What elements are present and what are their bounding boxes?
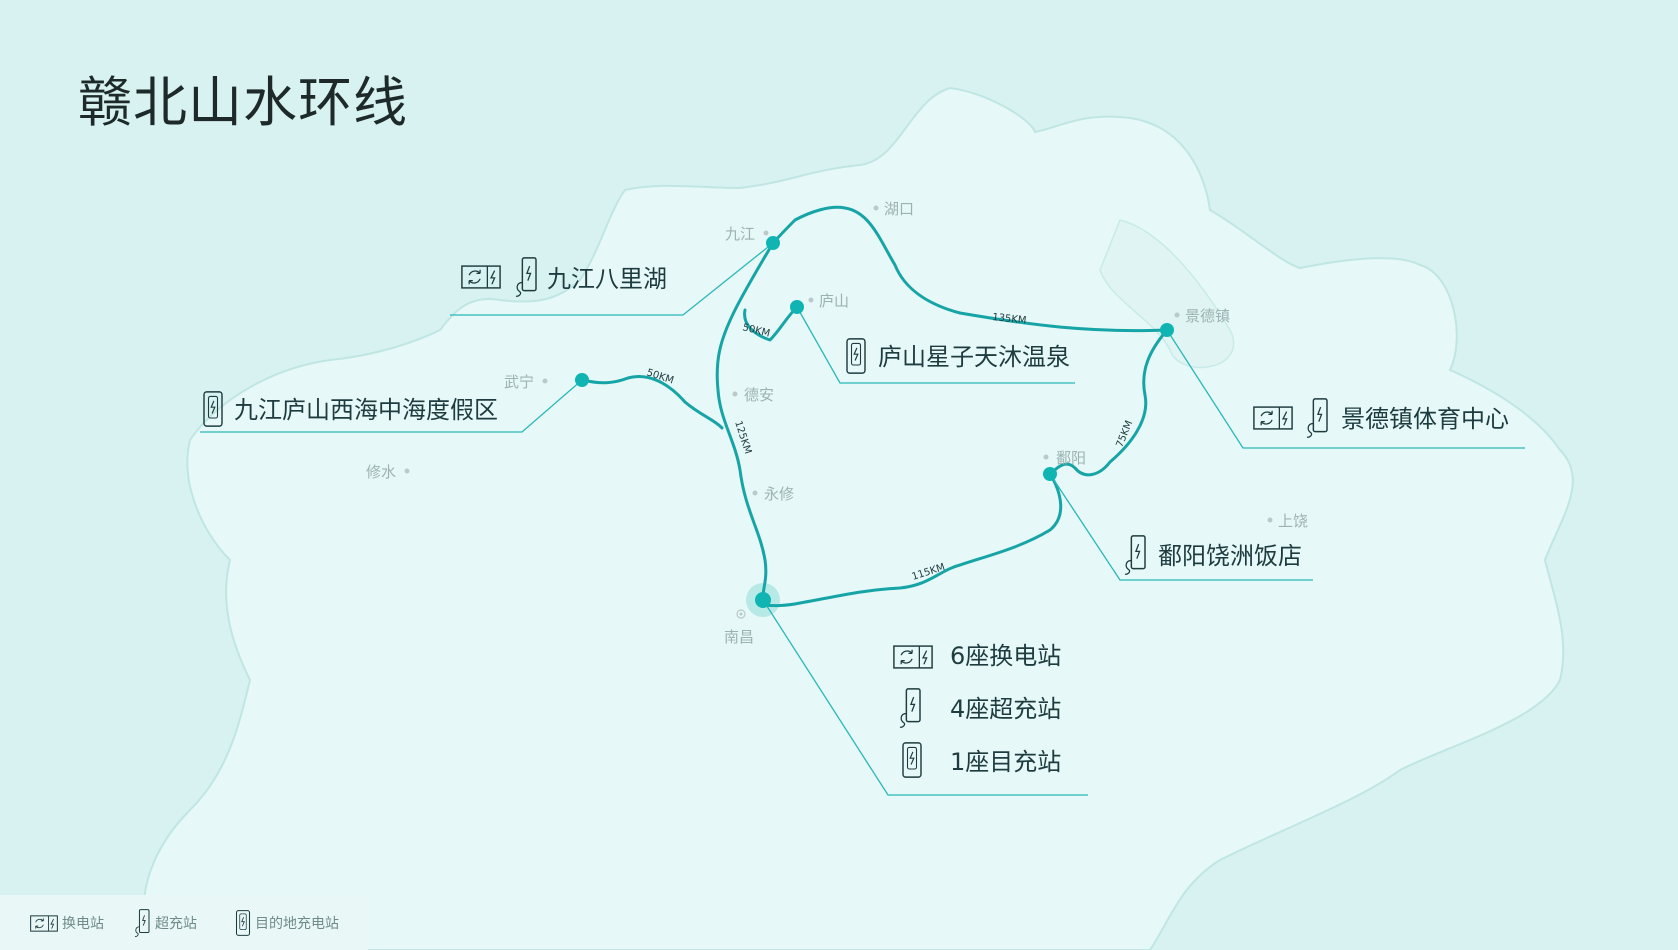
station-name-jingdezhen: 景德镇体育中心: [1341, 405, 1509, 433]
legend: 换电站 超充站 目的地充电站: [0, 895, 368, 950]
leader-lines: [200, 242, 1525, 796]
city-label-yongxiu: 永修: [764, 485, 794, 503]
route-wuning-dean: [580, 375, 724, 430]
legend-item-swap: 换电站: [30, 911, 104, 935]
route-jiujiang-hukou-jingdezhen: [771, 205, 1169, 333]
station-name-wuning: 九江庐山西海中海度假区: [234, 396, 498, 424]
station-callouts: 九江八里湖 庐山星子天沐温泉 九江庐山西海中海度假区 景德镇体育中心 鄱阳饶洲饭…: [203, 257, 1509, 778]
station-name-poyang: 鄱阳饶洲饭店: [1158, 542, 1302, 570]
route-jiujiang-lushan: [743, 305, 799, 342]
node-wuning[interactable]: [575, 373, 589, 387]
city-label-dean: 德安: [744, 386, 774, 404]
station-name-lushan: 庐山星子天沐温泉: [878, 343, 1070, 371]
route-jiujiang-nanchang: [715, 241, 775, 602]
swap-station-icon: [461, 265, 501, 289]
station-nodes: [575, 236, 1174, 617]
nanchang-summary-super: 4座超充站: [950, 695, 1061, 723]
node-jiujiang[interactable]: [766, 236, 780, 250]
node-lushan[interactable]: [790, 300, 804, 314]
legend-label-super: 超充站: [155, 916, 197, 932]
city-label-poyang: 鄱阳: [1056, 449, 1086, 467]
nanchang-summary-swap: 6座换电站: [950, 642, 1061, 670]
land-shape: [142, 86, 1574, 950]
lake-shape: [1099, 219, 1235, 369]
node-jingdezhen[interactable]: [1160, 323, 1174, 337]
callout-wuning[interactable]: 九江庐山西海中海度假区: [203, 391, 498, 427]
city-label-jingdezhen: 景德镇: [1185, 307, 1230, 325]
destination-charger-icon: [235, 910, 251, 936]
distance-hukou-jingdezhen: 135KM: [992, 312, 1027, 327]
callout-nanchang[interactable]: 6座换电站 4座超充站 1座目充站: [893, 642, 1061, 778]
city-label-xiushui: 修水: [366, 463, 396, 481]
legend-label-destination: 目的地充电站: [255, 916, 339, 932]
supercharger-icon: [134, 909, 150, 937]
route-lines: [580, 205, 1169, 608]
city-label-jiujiang: 九江: [725, 225, 755, 243]
city-label-wuning: 武宁: [504, 373, 534, 391]
node-poyang[interactable]: [1043, 467, 1057, 481]
city-label-hukou: 湖口: [884, 200, 914, 218]
route-poyang-nanchang: [761, 472, 1063, 608]
city-label-shangrao: 上饶: [1278, 512, 1308, 530]
nanchang-summary-destination: 1座目充站: [950, 748, 1061, 776]
supercharger-icon: [515, 257, 537, 297]
callout-jiujiang[interactable]: 九江八里湖: [461, 257, 667, 297]
city-label-nanchang: 南昌: [724, 628, 754, 646]
callout-jingdezhen[interactable]: 景德镇体育中心: [1253, 398, 1509, 438]
station-name-jiujiang: 九江八里湖: [547, 265, 667, 293]
legend-item-super: 超充站: [133, 909, 197, 937]
city-labels: 九江 湖口 庐山 景德镇 武宁 德安 修水 永修 鄱阳 上饶 南昌: [366, 200, 1308, 646]
legend-label-swap: 换电站: [62, 916, 104, 932]
callout-poyang[interactable]: 鄱阳饶洲饭店: [1124, 535, 1302, 575]
page-title: 赣北山水环线: [78, 71, 408, 134]
route-jingdezhen-poyang: [1048, 328, 1169, 477]
swap-station-icon: [30, 914, 58, 932]
node-nanchang[interactable]: [755, 592, 771, 608]
city-label-lushan: 庐山: [819, 292, 849, 310]
callout-lushan[interactable]: 庐山星子天沐温泉: [846, 338, 1070, 374]
legend-item-destination: 目的地充电站: [235, 910, 339, 936]
